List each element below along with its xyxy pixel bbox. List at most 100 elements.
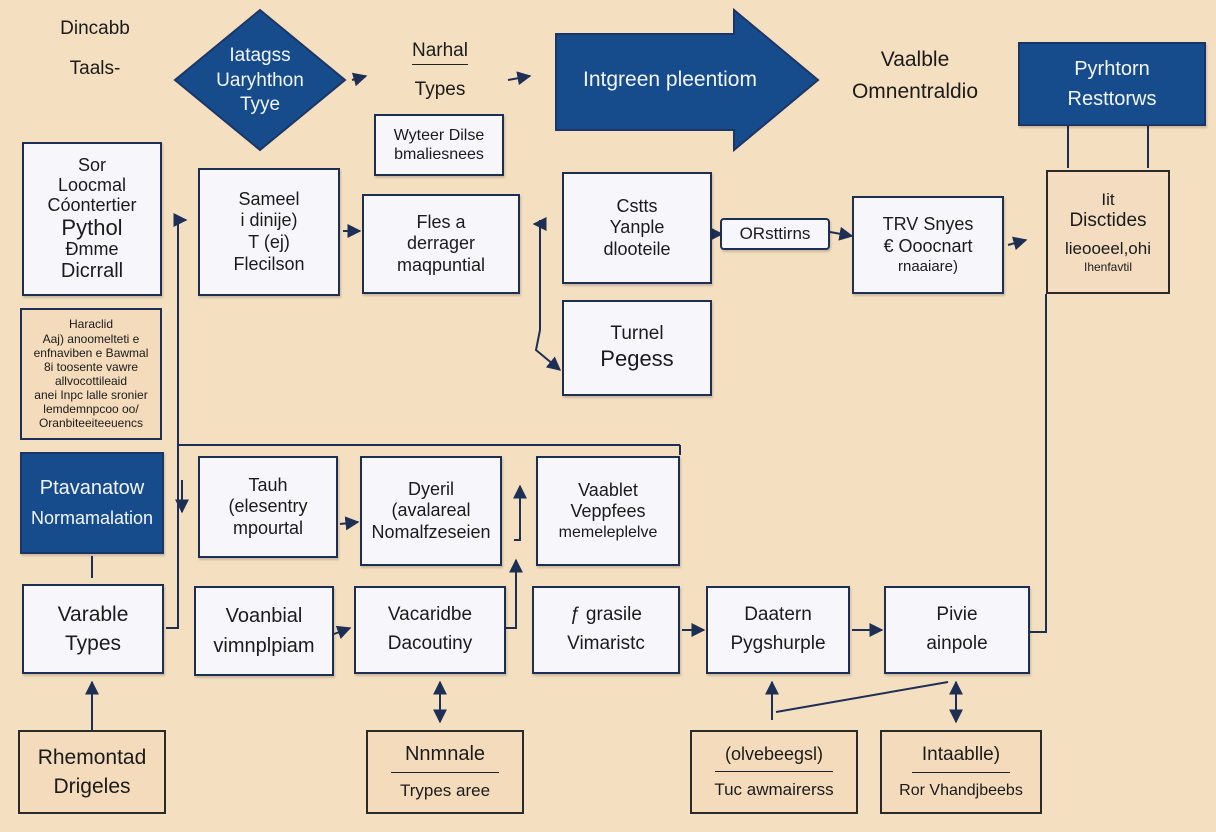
left-box-line1: Sor bbox=[77, 155, 106, 176]
corner-label-line2: Taals- bbox=[69, 57, 121, 79]
big-arrow-label: Intgreen pleentiom bbox=[583, 68, 757, 91]
corner-label: Dincabb Taals- bbox=[40, 18, 150, 80]
notes-line7: lemdemnpcoo oo/ bbox=[43, 402, 139, 417]
row3-box-d-line2: Vimaristc bbox=[567, 633, 645, 654]
types-heading: Narhal Types bbox=[380, 40, 500, 101]
notes-line1: Haraclid bbox=[68, 317, 113, 332]
row3-box-a[interactable]: Varable Types bbox=[22, 584, 164, 674]
diamond-shape bbox=[173, 8, 347, 152]
types-heading-line1: Narhal bbox=[412, 40, 468, 65]
bottom-box-b-line1: Nnmnale bbox=[390, 742, 500, 774]
left-box-line5: Đmme bbox=[65, 238, 119, 259]
big-arrow-shape bbox=[555, 7, 820, 153]
bottom-box-b[interactable]: Nnmnale Trypes aree bbox=[366, 730, 524, 814]
row2-box-a[interactable]: Tauh (elesentry mpourtal bbox=[198, 456, 338, 558]
bottom-box-a-line1: Rhemontad bbox=[37, 745, 147, 769]
left-box-line3: Cóontertier bbox=[47, 194, 137, 215]
corner-navy-box[interactable]: Pyrhtorn Resttorws bbox=[1018, 42, 1206, 126]
bottom-box-c[interactable]: (olvebeegsl) Tuc awmairerss bbox=[690, 730, 858, 814]
notes-line8: Oranbiteeiteeuencs bbox=[38, 416, 144, 431]
row2-box-c-line3: memeleplelve bbox=[558, 524, 658, 541]
notes-line5: allvocottileaid bbox=[54, 374, 128, 388]
row2-box-b[interactable]: Dyeril (avalareal Nomalfzeseien bbox=[360, 456, 502, 566]
row1-box-e[interactable]: Iit Disctides lieooeel,ohi Ihenfavtil bbox=[1046, 170, 1170, 294]
row3-box-e[interactable]: Daatern Pygshurple bbox=[706, 586, 850, 674]
row3-box-a-line1: Varable bbox=[57, 602, 129, 626]
row1-box-c-line3: dlooteile bbox=[603, 238, 671, 259]
row2-box-c-line2: Veppfees bbox=[570, 501, 646, 522]
row3-box-b[interactable]: Voanbial vimnplpiam bbox=[194, 586, 334, 676]
row3-box-a-line2: Types bbox=[64, 632, 122, 655]
row3-box-d-line1: ƒ grasile bbox=[570, 604, 642, 626]
notes-line4: 8i toosente vawre bbox=[43, 359, 139, 374]
bottom-box-a[interactable]: Rhemontad Drigeles bbox=[18, 730, 166, 814]
row1-box-b-line3: maqpuntial bbox=[396, 254, 486, 275]
row3-box-c-line2: Dacoutiny bbox=[387, 633, 473, 654]
bottom-box-a-line2: Drigeles bbox=[53, 775, 131, 798]
right-top-label: Vaalble Omnentraldio bbox=[830, 48, 1000, 104]
row1-box-e-line2: Disctides bbox=[1069, 210, 1147, 232]
row3-box-f-line2: ainpole bbox=[926, 633, 988, 654]
row3-box-c-line1: Vacaridbe bbox=[387, 604, 473, 626]
diamond-label-line3: Tyye bbox=[239, 94, 281, 116]
row1-box-a[interactable]: Sameel i dinije) T (ej) Flecilson bbox=[198, 168, 340, 296]
bottom-box-d-line1: Intaablle) bbox=[911, 744, 1011, 774]
row3-box-b-line1: Voanbial bbox=[225, 605, 303, 627]
row1-box-e-line1: Iit bbox=[1101, 190, 1115, 210]
notes-box: Haraclid Aaj) anoomelteti e enfnaviben e… bbox=[20, 308, 162, 440]
row1-box-a-line2: i dinije) bbox=[240, 210, 298, 231]
row1-box-a-line3: T (ej) bbox=[248, 232, 290, 252]
right-top-label-line2: Omnentraldio bbox=[851, 80, 979, 104]
tunel-box[interactable]: Turnel Pegess bbox=[562, 300, 712, 396]
row2-box-c[interactable]: Vaablet Veppfees memeleplelve bbox=[536, 456, 680, 566]
row1-box-c-line2: Yanple bbox=[609, 217, 665, 238]
notes-line6: anei Inpc lalle sronier bbox=[34, 388, 148, 403]
bottom-box-d-line2: Ror Vhandjbeebs bbox=[899, 782, 1023, 800]
row2-box-a-line2: (elesentry bbox=[228, 496, 308, 517]
row2-box-a-line1: Tauh bbox=[248, 474, 288, 495]
row1-box-b-line2: derrager bbox=[406, 233, 476, 254]
row2-navy-box[interactable]: Ptavanatow Normamalation bbox=[20, 452, 164, 554]
left-box-line6: Dicrrall bbox=[60, 259, 124, 282]
tunel-box-line2: Pegess bbox=[600, 346, 674, 372]
row1-box-e-line3: lieooeel,ohi bbox=[1064, 239, 1151, 259]
row3-box-c[interactable]: Vacaridbe Dacoutiny bbox=[354, 586, 506, 674]
diamond-label-line2: Uaryhthon bbox=[216, 69, 304, 91]
small-top-box-line1: Wyteer Dilse bbox=[393, 126, 485, 144]
corner-navy-box-line1: Pyrhtorn bbox=[1074, 58, 1150, 80]
left-box-line2: Loocmal bbox=[57, 175, 127, 196]
row1-box-d-line1: TRV Snyes bbox=[882, 214, 974, 235]
small-top-box[interactable]: Wyteer Dilse bmaliesnees bbox=[374, 114, 504, 176]
row1-box-a-line4: Flecilson bbox=[233, 253, 305, 274]
row3-box-d[interactable]: ƒ grasile Vimaristc bbox=[532, 586, 680, 674]
diamond-label-line1: Iatagss bbox=[229, 45, 291, 66]
row2-box-c-line1: Vaablet bbox=[578, 479, 638, 500]
row1-box-c[interactable]: Cstts Yanple dlooteile bbox=[562, 172, 712, 284]
bottom-box-d[interactable]: Intaablle) Ror Vhandjbeebs bbox=[880, 730, 1042, 814]
row1-box-d-line3: rnaaiare) bbox=[897, 257, 959, 275]
row3-box-e-line2: Pygshurple bbox=[730, 633, 826, 654]
row1-box-b-line1: Fles a bbox=[416, 211, 466, 232]
notes-line2: Aaj) anoomelteti e bbox=[42, 331, 140, 346]
row1-box-c-line1: Cstts bbox=[616, 195, 658, 216]
left-box[interactable]: Sor Loocmal Cóontertier Pythol Đmme Dicr… bbox=[22, 142, 162, 296]
row3-box-e-line1: Daatern bbox=[744, 604, 812, 626]
bottom-box-c-line1: (olvebeegsl) bbox=[714, 744, 834, 773]
row2-navy-box-line2: Normamalation bbox=[30, 508, 154, 529]
bottom-box-c-line2: Tuc awmairerss bbox=[714, 780, 834, 800]
right-top-label-line1: Vaalble bbox=[880, 48, 950, 71]
row2-box-b-line3: Nomalfzeseien bbox=[371, 521, 491, 542]
tunel-box-line1: Turnel bbox=[610, 323, 664, 345]
row2-box-a-line3: mpourtal bbox=[232, 517, 304, 538]
row3-box-f[interactable]: Pivie ainpole bbox=[884, 586, 1030, 674]
row1-pill-label: ORsttirns bbox=[739, 223, 811, 243]
row1-box-d[interactable]: TRV Snyes € Ooocnart rnaaiare) bbox=[852, 196, 1004, 294]
corner-label-line1: Dincabb bbox=[60, 18, 130, 39]
bottom-box-b-line2: Trypes aree bbox=[399, 781, 491, 801]
left-box-line4: Pythol bbox=[61, 214, 123, 240]
row1-box-b[interactable]: Fles a derrager maqpuntial bbox=[362, 194, 520, 294]
row1-pill[interactable]: ORsttirns bbox=[720, 218, 830, 250]
row1-box-e-line4: Ihenfavtil bbox=[1083, 259, 1133, 274]
types-heading-line2: Types bbox=[414, 78, 466, 100]
